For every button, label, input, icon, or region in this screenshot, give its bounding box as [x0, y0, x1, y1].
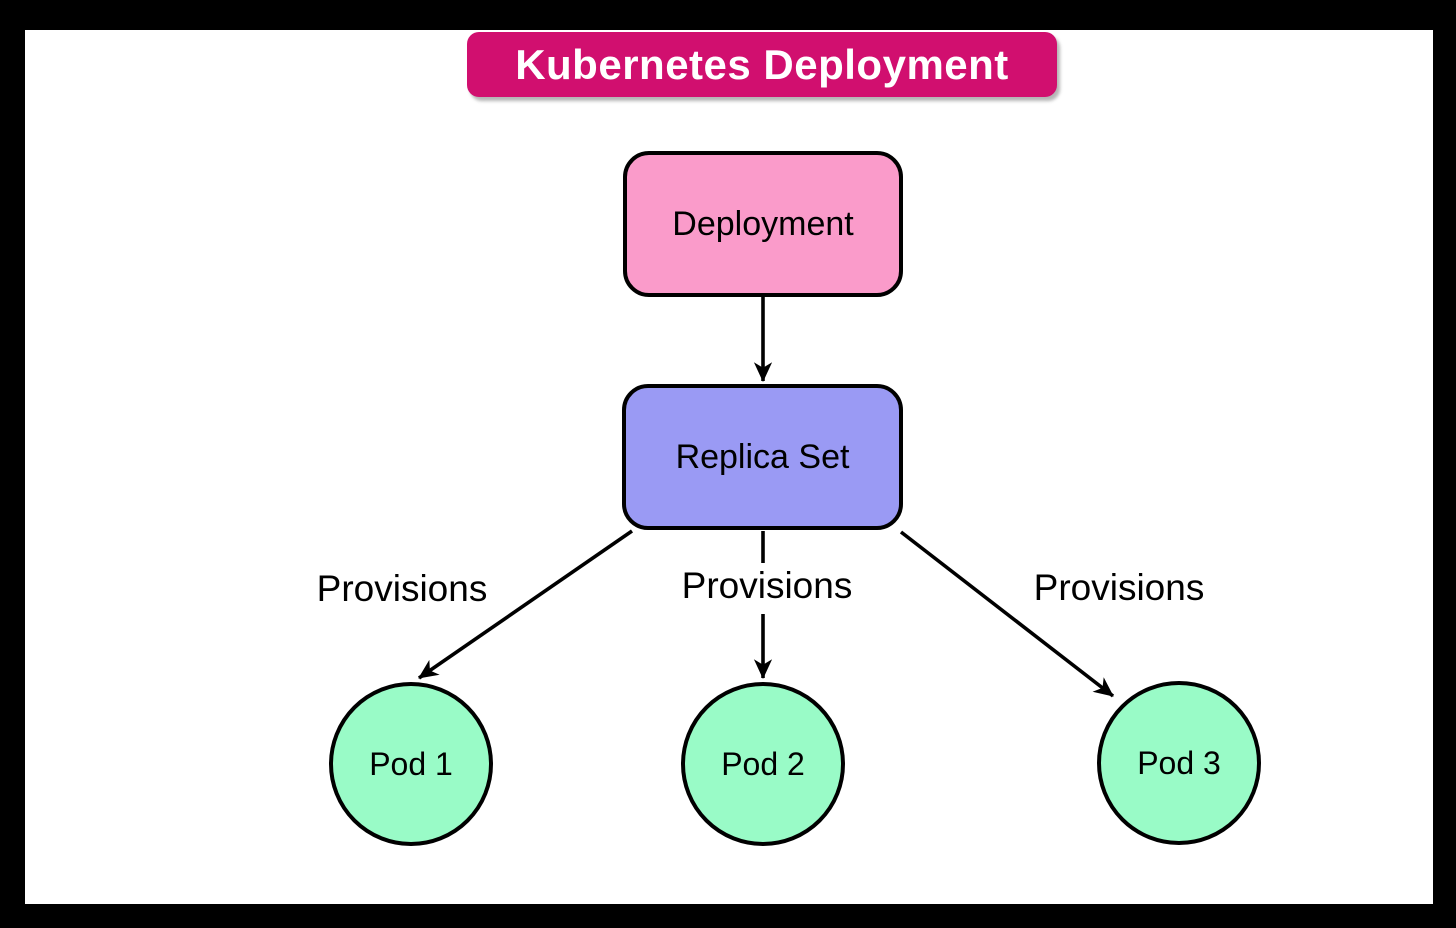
node-deployment-label: Deployment	[672, 204, 854, 243]
node-deployment: Deployment	[623, 151, 903, 297]
node-pod-2: Pod 2	[681, 682, 845, 846]
edge-label-provisions-right: Provisions	[1029, 567, 1209, 609]
node-pod-2-label: Pod 2	[721, 745, 805, 782]
edge-label-provisions-middle: Provisions	[677, 565, 857, 607]
diagram-title: Kubernetes Deployment	[467, 32, 1057, 97]
node-pod-1: Pod 1	[329, 682, 493, 846]
node-pod-3-label: Pod 3	[1137, 744, 1221, 781]
node-replica-set: Replica Set	[622, 384, 903, 530]
node-pod-3: Pod 3	[1097, 681, 1261, 845]
edge-label-provisions-left: Provisions	[312, 568, 492, 610]
node-pod-1-label: Pod 1	[369, 745, 453, 782]
node-replica-set-label: Replica Set	[675, 437, 850, 476]
